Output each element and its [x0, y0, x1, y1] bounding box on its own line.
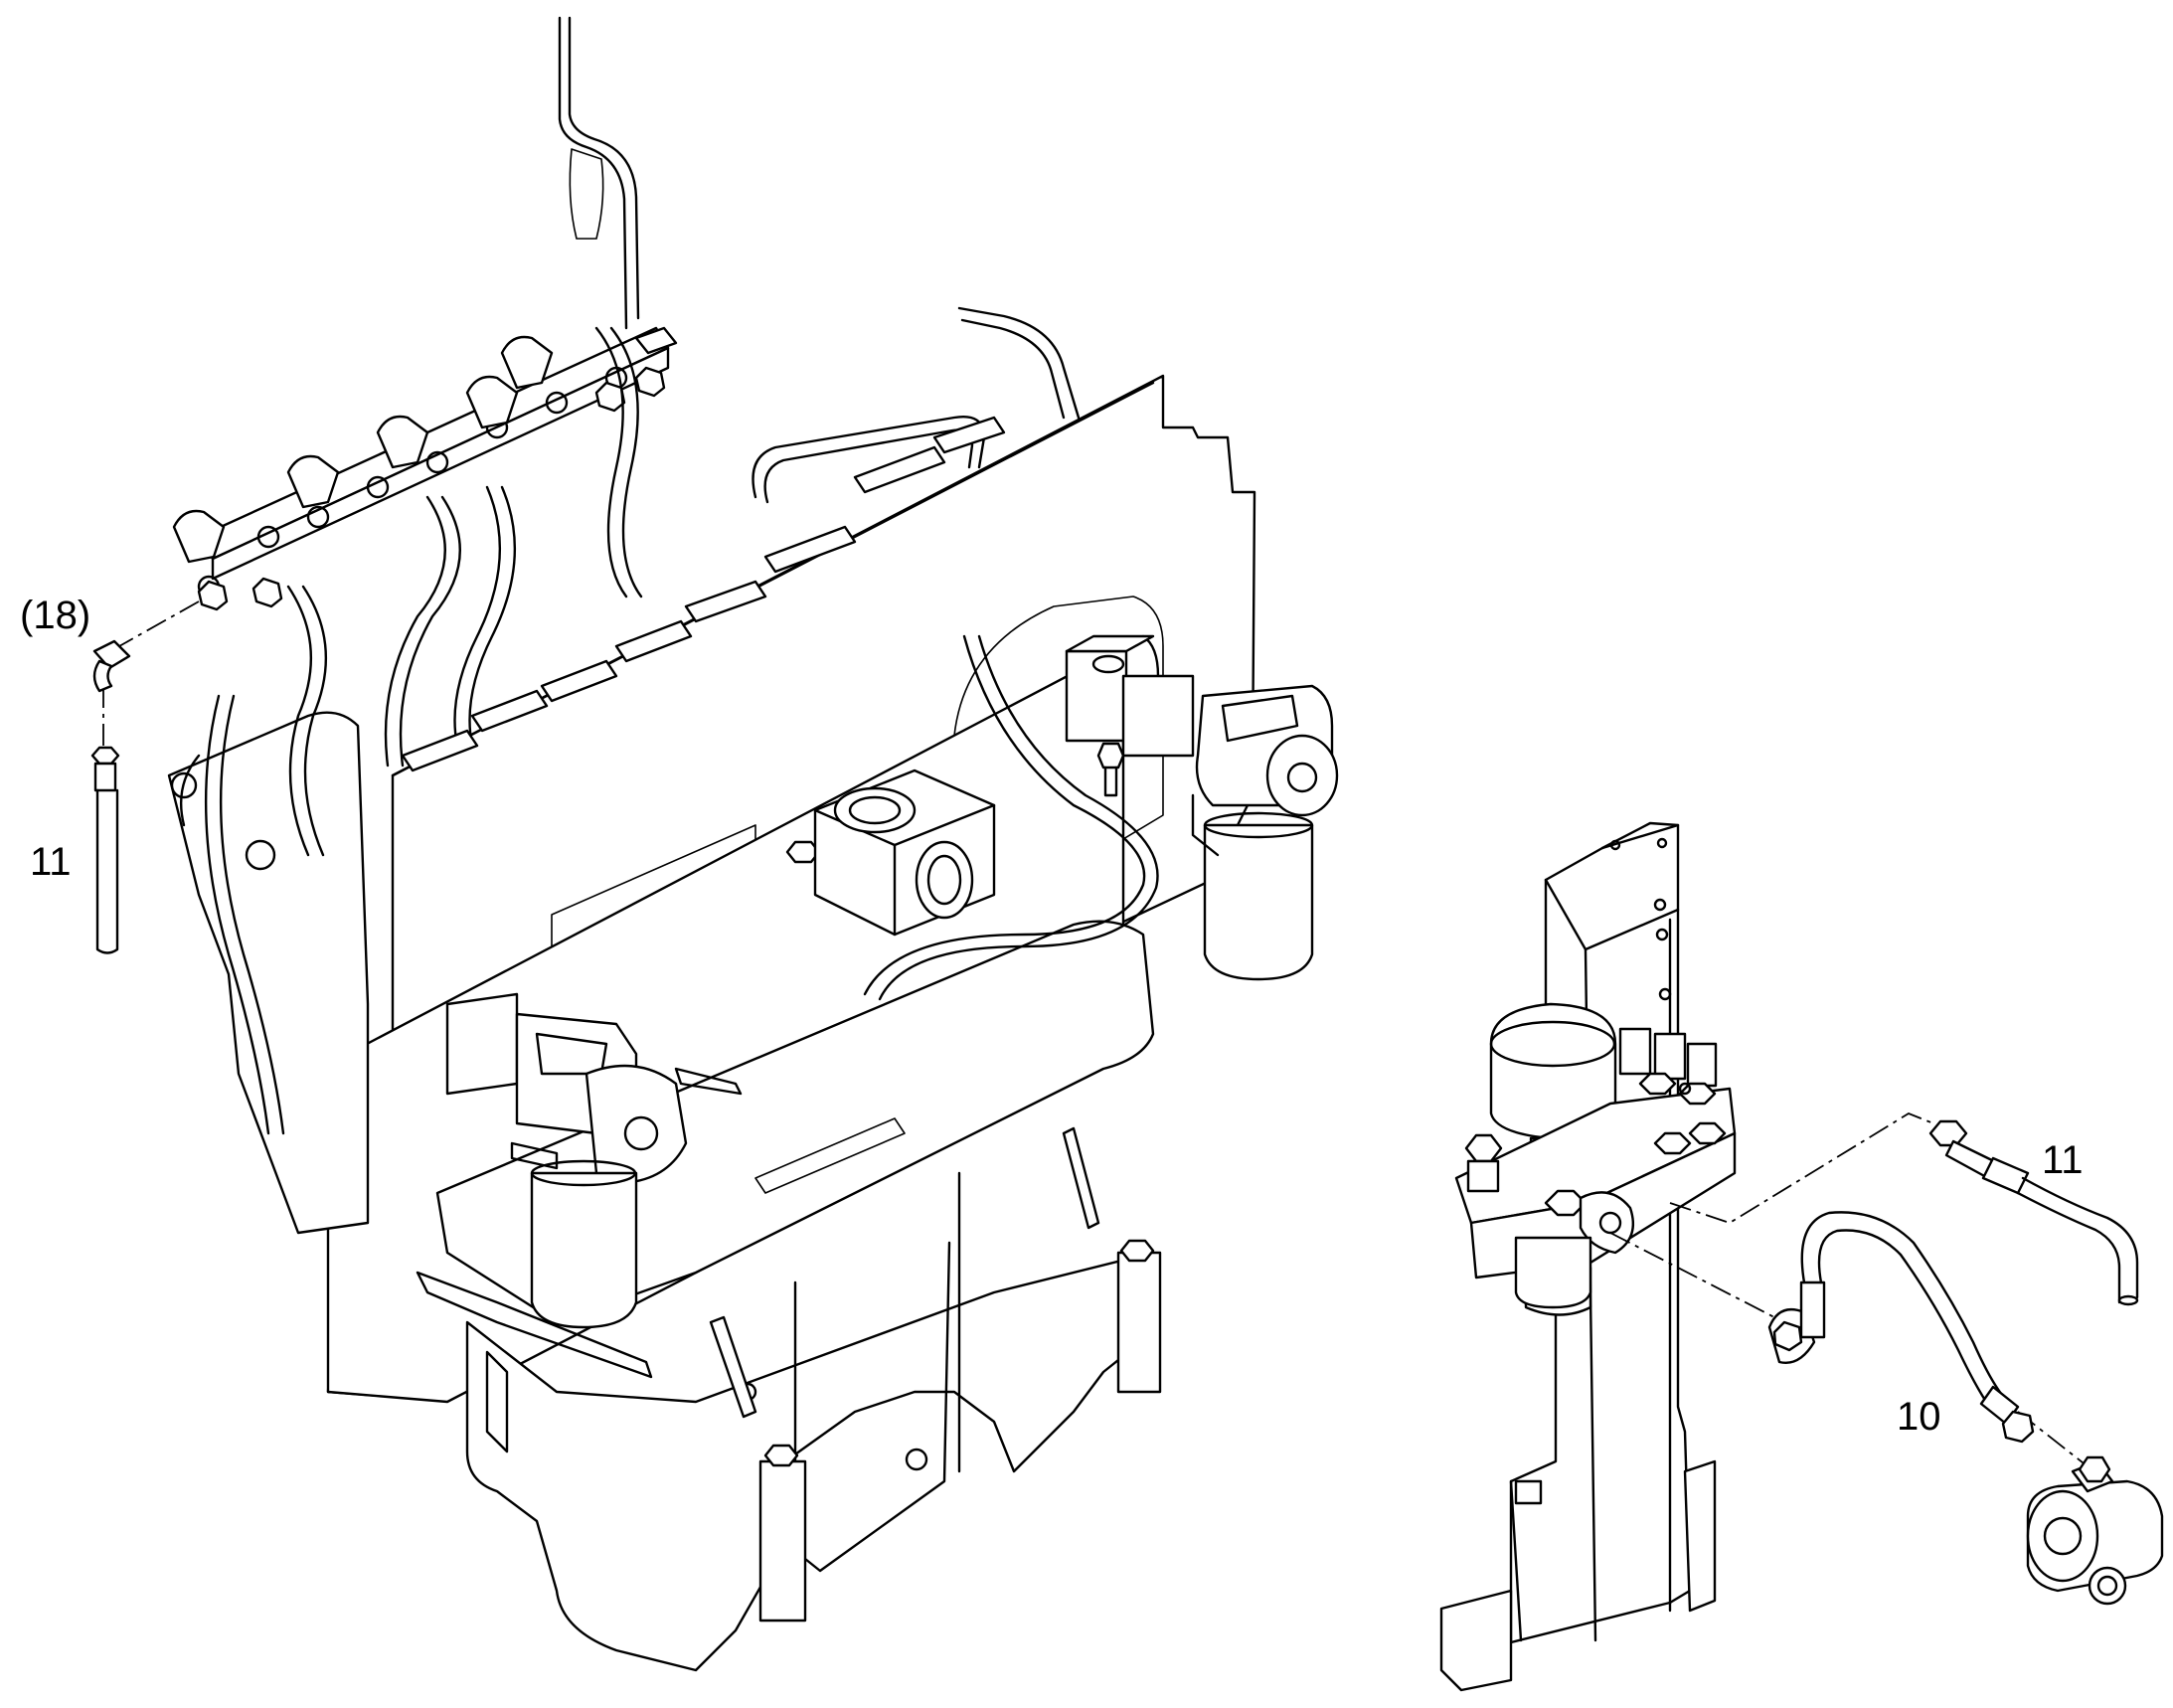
valve-panel-assembly [1439, 821, 1737, 1692]
plate-cutout-right [953, 596, 1164, 876]
lower-housing [465, 1251, 1155, 1672]
assembly-line-18 [118, 600, 200, 647]
side-bracket-left [167, 711, 370, 1235]
hose-bundle [180, 306, 1159, 1135]
tray-slot [754, 1117, 906, 1194]
hose-11-right [1928, 1119, 2139, 1306]
assembly-line-11-right [1669, 1111, 1934, 1224]
hose-11-left-exploded [90, 600, 200, 954]
hose-10 [1767, 1211, 2035, 1444]
callout-10: 10 [1897, 1395, 1941, 1439]
callout-18: (18) [20, 594, 90, 637]
valve-manifold-block [1454, 1027, 1737, 1316]
lifting-handle [558, 16, 628, 330]
panel-holes [1609, 837, 1692, 1096]
callout-11-right: 11 [2042, 1138, 2084, 1182]
lower-filter [445, 992, 743, 1329]
main-frame-assembly [167, 16, 1339, 1672]
valve-rows [401, 416, 1006, 772]
mount-block-left [758, 1459, 807, 1623]
mount-block-right [1116, 1251, 1162, 1394]
hoses-right-exploded [1609, 1111, 2164, 1606]
pump-unit [2026, 1455, 2164, 1606]
callouts: (18) 11 11 10 [20, 594, 2084, 1439]
center-valve-block [813, 769, 996, 937]
upper-filter [1065, 634, 1339, 981]
manifold-rail [172, 326, 678, 611]
assembly-line-10-top [1609, 1232, 1775, 1318]
callout-11-left: 11 [30, 840, 72, 884]
